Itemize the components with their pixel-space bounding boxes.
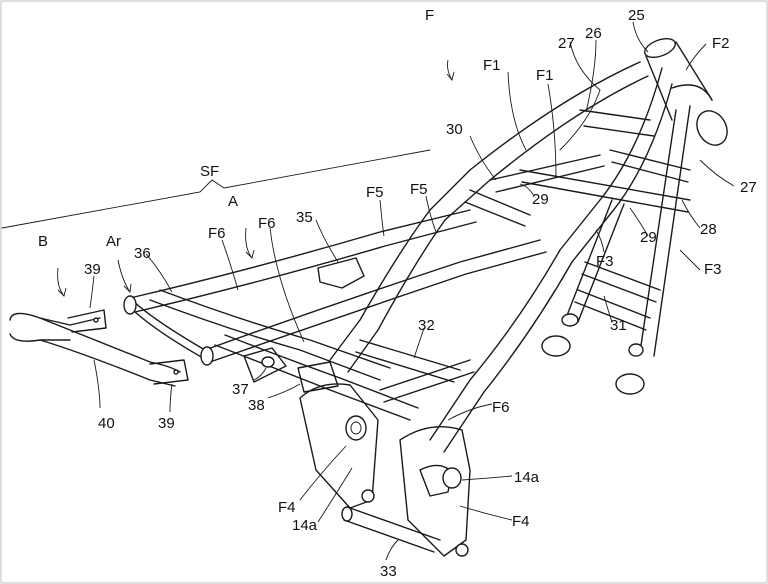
- label-37: 37: [232, 381, 249, 398]
- seat-rail-upper-3: [205, 240, 540, 350]
- label-38: 38: [248, 397, 265, 414]
- label-F5-left: F5: [366, 184, 384, 201]
- label-35: 35: [296, 209, 313, 226]
- pivot-boss-right: [443, 468, 461, 488]
- bracket-37-hole: [262, 357, 274, 367]
- label-36: 36: [134, 245, 151, 262]
- label-40: 40: [98, 415, 115, 432]
- leader-lines: [90, 22, 734, 560]
- label-F6-1: F6: [208, 225, 226, 242]
- label-F2: F2: [712, 35, 730, 52]
- seat-rail-upper-2: [135, 222, 476, 312]
- pivot-plate-right: [400, 427, 470, 556]
- label-F1-right: F1: [536, 67, 554, 84]
- label-F: F: [425, 7, 434, 24]
- label-25: 25: [628, 7, 645, 24]
- label-F6-3: F6: [492, 399, 510, 416]
- tail-loop-lower: [10, 334, 175, 386]
- label-F5-right: F5: [410, 181, 428, 198]
- label-F1-left: F1: [483, 57, 501, 74]
- label-30: 30: [446, 121, 463, 138]
- pivot-boss-left: [346, 416, 366, 440]
- gusset-27: [560, 90, 600, 150]
- arrow-F-head: [447, 72, 454, 80]
- label-Ar: Ar: [106, 233, 121, 250]
- down-tube-left: [566, 200, 624, 322]
- mount-boss-1: [562, 314, 578, 326]
- main-rail-down-4: [444, 262, 572, 452]
- plate-hole-1: [362, 490, 374, 502]
- bolt-hole-2: [174, 370, 178, 374]
- cross-pipe-33: [344, 508, 440, 552]
- arrow-Ar: [118, 260, 130, 292]
- bolt-hole-1: [94, 318, 98, 322]
- cross-pipe-30: [465, 190, 530, 226]
- cross-pipe-26: [580, 110, 654, 136]
- label-27-top: 27: [558, 35, 575, 52]
- head-pipe-bottom: [691, 105, 733, 150]
- mount-boss-4: [616, 374, 644, 394]
- label-F6-2: F6: [258, 215, 276, 232]
- label-29-right: 29: [640, 229, 657, 246]
- seat-rail-lower-2: [160, 290, 390, 368]
- arrow-A-head: [246, 250, 254, 258]
- cross-33-end: [342, 507, 352, 521]
- label-39-bottom: 39: [158, 415, 175, 432]
- label-29-left: 29: [532, 191, 549, 208]
- head-pipe-top: [642, 35, 678, 61]
- label-14a-right: 14a: [514, 469, 540, 486]
- arrow-B-head: [58, 288, 66, 296]
- label-F4-right: F4: [512, 513, 530, 530]
- label-39-top: 39: [84, 261, 101, 278]
- label-33: 33: [380, 563, 397, 580]
- arrow-B: [58, 268, 64, 296]
- label-B: B: [38, 233, 48, 250]
- cross-pipe-28: [610, 150, 690, 182]
- label-F3-right: F3: [704, 261, 722, 278]
- frame-lines: [10, 35, 733, 556]
- label-14a-left: 14a: [292, 517, 318, 534]
- head-pipe-collar: [672, 85, 712, 100]
- mount-boss-2: [542, 336, 570, 356]
- label-26: 26: [585, 25, 602, 42]
- label-F3-left: F3: [596, 253, 614, 270]
- plate-hole-2: [456, 544, 468, 556]
- mount-boss-3: [629, 344, 643, 356]
- label-A: A: [228, 193, 238, 210]
- label-32: 32: [418, 317, 435, 334]
- tail-bracket-39b: [150, 360, 188, 384]
- rear-pipe-end-1: [124, 296, 136, 314]
- label-31: 31: [610, 317, 627, 334]
- label-F4-left: F4: [278, 499, 296, 516]
- label-28: 28: [700, 221, 717, 238]
- arrow-A: [246, 228, 252, 258]
- label-SF: SF: [200, 163, 219, 180]
- label-27-right: 27: [740, 179, 757, 196]
- rear-pipe-end-2: [201, 347, 213, 365]
